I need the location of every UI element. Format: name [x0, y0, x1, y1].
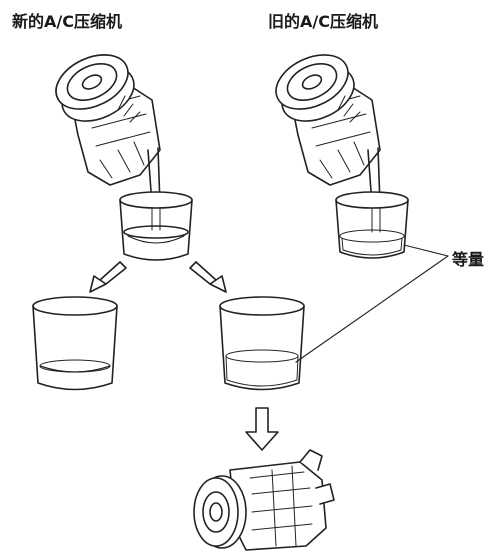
new-oil-beaker	[119, 191, 193, 261]
old-oil-beaker	[335, 191, 409, 259]
old-compressor-pouring-illustration	[275, 54, 381, 233]
down-arrow	[245, 407, 279, 451]
new-compressor-label: 新的A/C压缩机	[12, 12, 122, 31]
split-arrow-right	[189, 261, 227, 293]
equal-amount-leader-lines	[295, 244, 449, 363]
split-arrow-left	[89, 261, 127, 293]
new-compressor-pouring-illustration	[55, 54, 161, 231]
old-compressor-label: 旧的A/C压缩机	[268, 12, 378, 31]
right-beaker	[219, 296, 305, 391]
equal-amount-label: 等量	[452, 250, 485, 269]
left-beaker	[32, 296, 118, 391]
final-compressor-illustration	[193, 449, 335, 551]
